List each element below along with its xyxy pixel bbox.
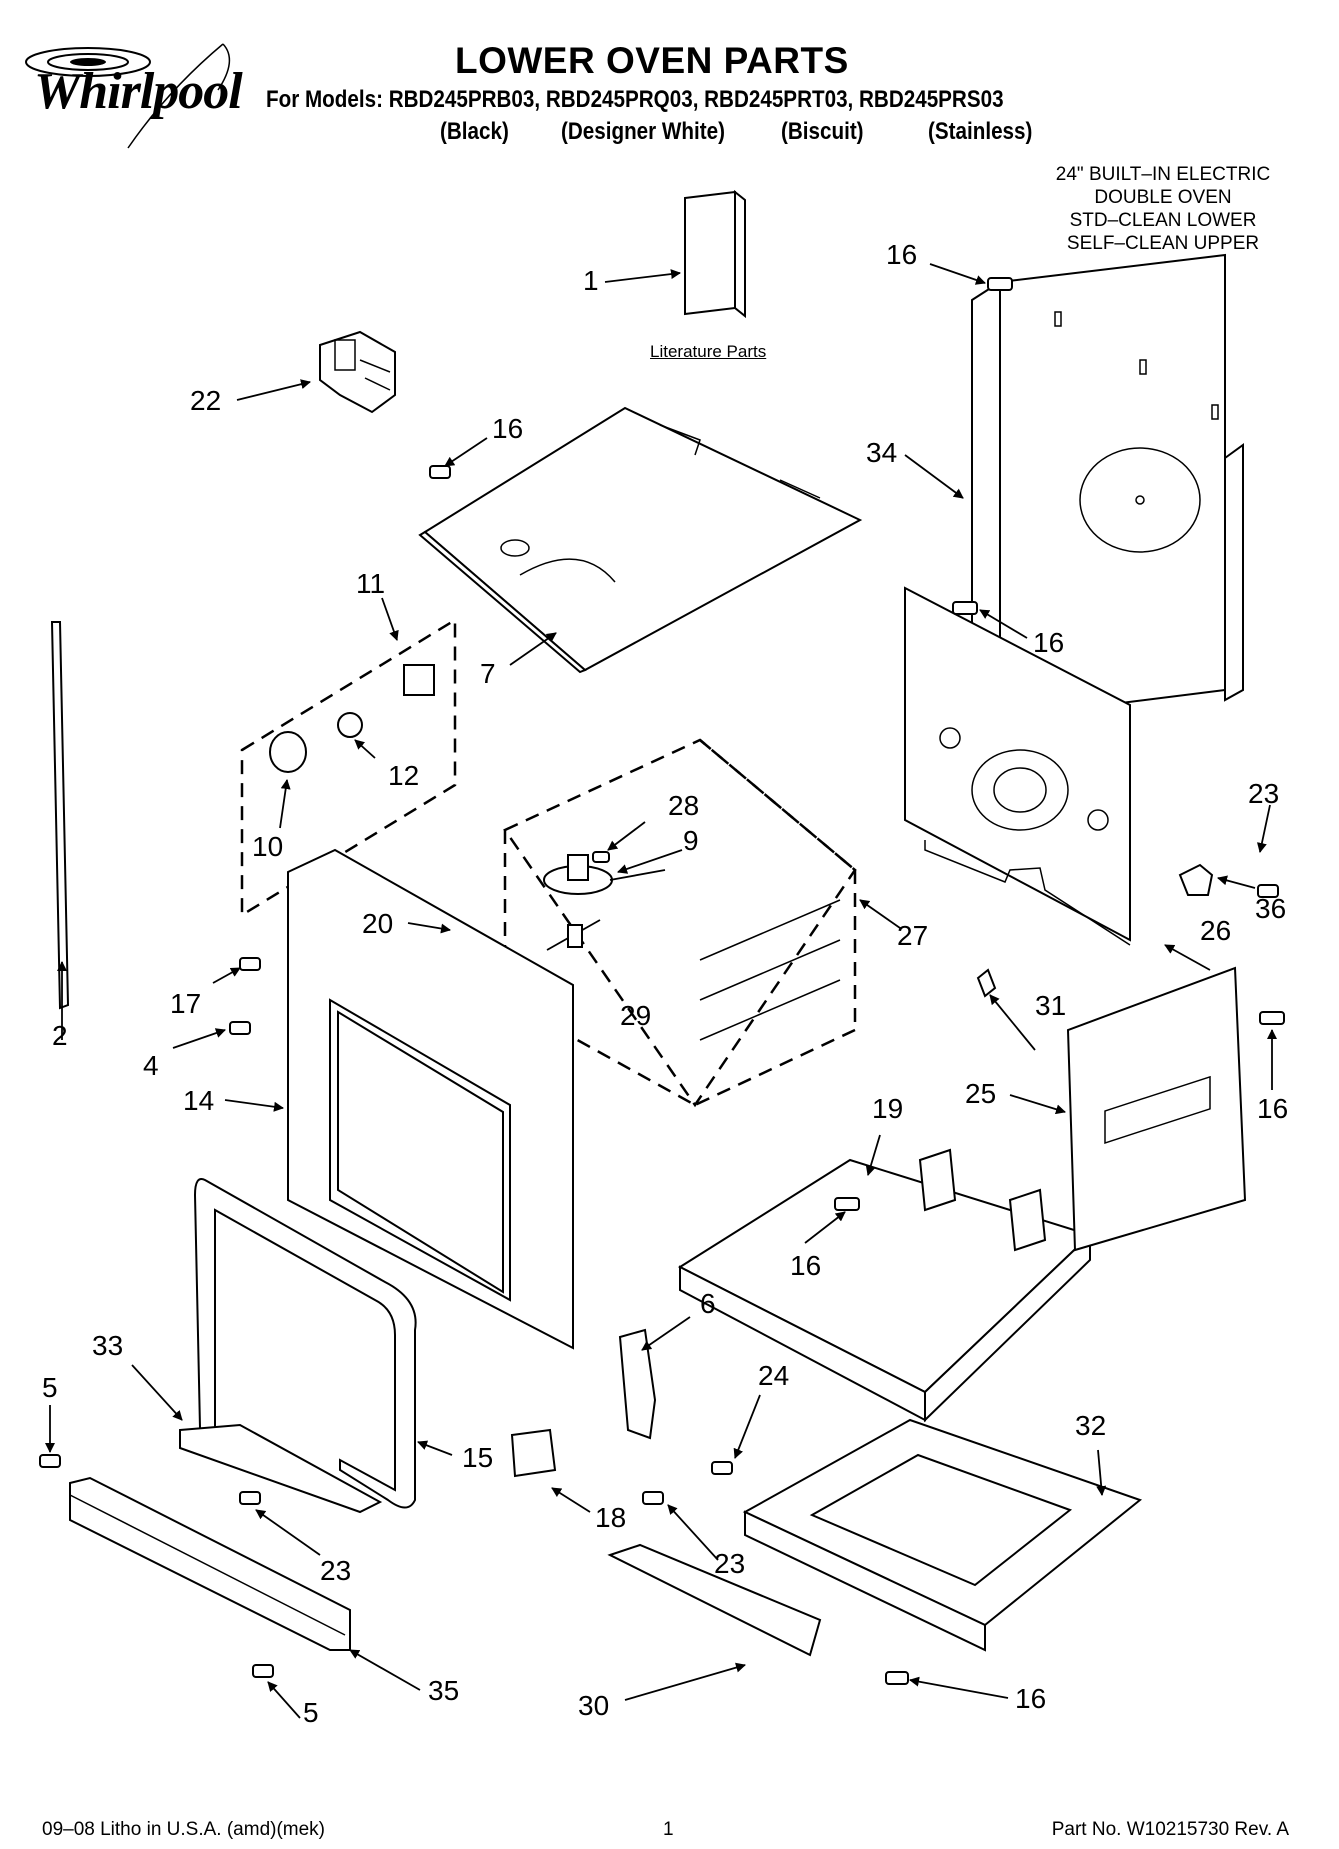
callout-11: 11 [356,568,385,599]
part-32-base-pan [742,1418,1143,1652]
callout-23: 23 [320,1555,351,1586]
part-30-deflector [607,1543,822,1657]
callout-27: 27 [897,920,928,951]
part-26-back-wall [904,586,1131,946]
callout-31: 31 [1035,990,1066,1021]
callout-36: 36 [1255,893,1286,924]
callout-1: 1 [583,265,599,296]
part-33-strip [179,1423,383,1514]
part-31-latch [976,968,997,998]
part-25-side-bracket [1066,966,1247,1252]
callout-35: 35 [428,1675,459,1706]
callout-6: 6 [700,1288,716,1319]
callout-5: 5 [303,1697,319,1728]
footer-litho: 09–08 Litho in U.S.A. (amd)(mek) [42,1819,326,1840]
part-1-literature [684,189,746,319]
part-35-lower-trim [69,1476,351,1651]
color-stainless: (Stainless) [928,118,1033,145]
callout-16: 16 [1257,1093,1288,1124]
callout-23: 23 [1248,778,1279,809]
part-36-clip [1178,863,1214,896]
callout-14: 14 [183,1085,214,1116]
callout-16: 16 [1015,1683,1046,1714]
callout-29: 29 [620,1000,651,1031]
callout-28: 28 [668,790,699,821]
brand-logo-swoosh-icon [25,43,231,149]
callout-9: 9 [683,825,699,856]
callout-7: 7 [480,658,496,689]
part-7-top-panel [418,406,863,674]
callout-24: 24 [758,1360,789,1391]
spec-block: 24" BUILT–IN ELECTRIC DOUBLE OVEN STD–CL… [1033,163,1293,255]
models-line: For Models: RBD245PRB03, RBD245PRQ03, RB… [266,86,1004,113]
color-designer-white: (Designer White) [561,118,725,145]
spec-line: SELF–CLEAN UPPER [1066,233,1260,254]
callout-18: 18 [595,1502,626,1533]
callout-15: 15 [462,1442,493,1473]
part-22-bracket [319,330,396,414]
part-15-gasket [193,1178,417,1509]
callout-25: 25 [965,1078,996,1109]
callout-33: 33 [92,1330,123,1361]
callout-16: 16 [886,239,917,270]
callout-12: 12 [388,760,419,791]
screw-icons [39,277,1285,1685]
callout-26: 26 [1200,915,1231,946]
callout-32: 32 [1075,1410,1106,1441]
part-2-strip [50,621,70,1010]
part-19-bottom-plate [677,1148,1092,1423]
literature-parts-label: Literature Parts [650,342,767,361]
part-14-front-frame [287,848,574,1350]
callout-17: 17 [170,988,201,1019]
callout-5: 5 [42,1372,58,1403]
callout-2: 2 [52,1020,68,1051]
brand-logo: Whirlpool [34,63,243,120]
color-biscuit: (Biscuit) [781,118,864,145]
callout-19: 19 [872,1093,903,1124]
callout-16: 16 [790,1250,821,1281]
callout-22: 22 [190,385,221,416]
page-title: LOWER OVEN PARTS [455,40,849,81]
part-29-rod [546,919,601,951]
callout-34: 34 [866,437,897,468]
part-9-element [543,854,666,895]
callout-16: 16 [492,413,523,444]
callout-30: 30 [578,1690,609,1721]
part-group-10-11-12 [240,617,457,918]
spec-line: 24" BUILT–IN ELECTRIC [1055,164,1271,185]
callout-20: 20 [362,908,393,939]
spec-line: STD–CLEAN LOWER [1069,210,1257,231]
color-black: (Black) [440,118,509,145]
callout-4: 4 [143,1050,159,1081]
part-18-clip [510,1428,557,1478]
spec-line: DOUBLE OVEN [1094,187,1232,208]
leader-lines [45,263,1277,1719]
callout-16: 16 [1033,627,1064,658]
callout-23: 23 [714,1548,745,1579]
footer-page-number: 1 [663,1819,674,1840]
callout-labels: 1 16 22 16 34 11 7 16 12 10 28 9 23 36 2… [42,239,1288,1728]
callout-10: 10 [252,831,283,862]
footer-part-number: Part No. W10215730 Rev. A [1051,1819,1289,1840]
part-6-bracket [618,1328,657,1440]
